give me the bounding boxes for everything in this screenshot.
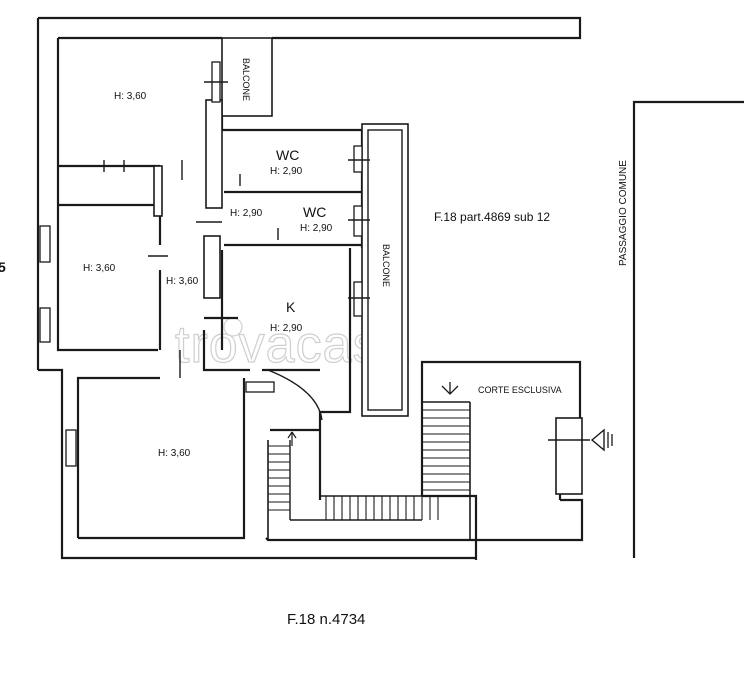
outer-walls [36,16,582,560]
wc-top-wall [220,116,362,132]
column-hall-lower [203,235,221,299]
balcony-right-label: BALCONE [381,244,391,287]
window-2 [353,145,363,173]
balcony-top-label: BALCONE [241,58,251,101]
corte-base [476,498,584,542]
column-hall-upper [205,99,223,209]
entry-arrow-icon [441,382,459,395]
wc1-label: WC [276,147,299,163]
partition-mid [58,203,162,245]
wc2-label: WC [303,204,326,220]
window-7 [65,429,77,467]
top-wall [38,16,582,40]
stair-bottom-wall [265,537,476,542]
corte-label: CORTE ESCLUSIVA [478,385,562,395]
kitchen-label: K [286,299,296,315]
room-bottom-left-height: H: 3,60 [158,448,191,459]
staircase [267,401,471,540]
kitchen-right-wall [318,248,352,500]
lower-left-wall [38,368,476,560]
hall-return [202,330,250,372]
references: F.18 part.4869 sub 12 F.18 n.4734 5 [0,210,550,628]
balcony-right-inner [367,129,403,411]
corte-esclusiva: CORTE ESCLUSIVA [420,360,590,560]
balcony-right-outline [361,123,409,417]
column-small [153,165,163,217]
passaggio-wall [632,100,744,558]
left-inner-wall [56,38,158,352]
window-4 [353,281,363,317]
balcony-right: BALCONE [361,123,409,417]
wc2-height: H: 2,90 [300,223,333,234]
window-3 [353,205,363,237]
room-labels: H: 3,60 H: 3,60 H: 3,60 H: 3,60 H: 2,90 … [83,91,333,459]
corridor-height: H: 2,90 [230,208,263,219]
corte-gate [555,417,583,495]
room-mid-left-height: H: 3,60 [83,263,116,274]
windows [39,61,370,467]
balcony-top-outline [221,37,273,117]
entrance-arrow-icon [590,428,605,452]
stair-arrow-head-left [287,431,293,439]
room-top-left-height: H: 3,60 [114,91,147,102]
window-8 [245,381,275,393]
parcel-reference: F.18 part.4869 sub 12 [434,210,550,224]
window-6 [39,307,51,343]
window-5 [39,225,51,263]
wc1-height: H: 2,90 [270,166,303,177]
sheet-reference: F.18 n.4734 [287,611,365,628]
lower-room-wall [78,378,246,540]
lower-left-inner [76,376,160,538]
hall-height: H: 3,60 [166,276,199,287]
stair-arrow-head-right [291,431,297,439]
passaggio-comune: PASSAGGIO COMUNE [590,100,744,558]
door-arc [267,369,323,421]
columns [153,99,223,299]
passaggio-label: PASSAGGIO COMUNE [618,160,629,266]
kitchen-height: H: 2,90 [270,323,303,334]
balcony-top: BALCONE [221,37,273,117]
edge-mark: 5 [0,259,6,275]
corte-lower [422,494,478,560]
